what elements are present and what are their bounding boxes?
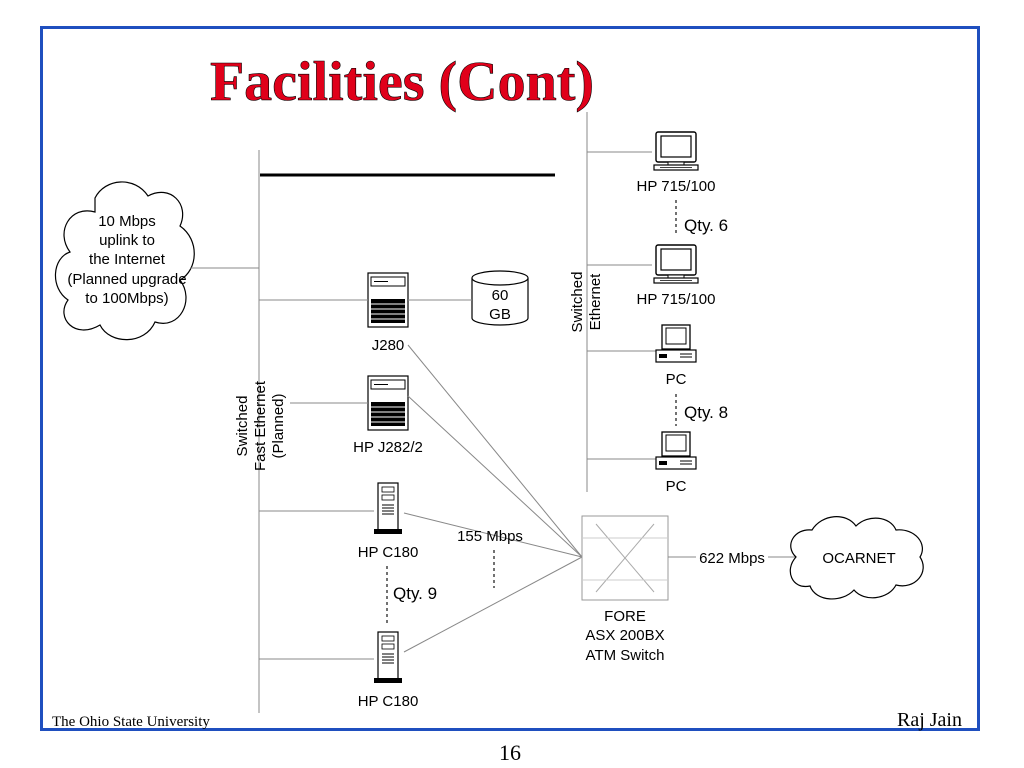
- c180-top-label: HP C180: [358, 544, 419, 561]
- ocarnet-speed-label: 622 Mbps: [699, 550, 765, 567]
- tower-server-icon: [373, 482, 403, 535]
- ws-qty-label: Qty. 6: [684, 216, 728, 235]
- fast-ethernet-label-2: Fast Ethernet: [252, 380, 269, 471]
- tower-server-icon: [373, 631, 403, 684]
- atm-switch-icon: [581, 515, 669, 601]
- j282-label: HP J282/2: [353, 439, 423, 456]
- server-icon: [367, 272, 409, 328]
- uplink-label-2: uplink to: [99, 232, 155, 249]
- ws2-label: HP 715/100: [637, 291, 716, 308]
- uplink-label-5: to 100Mbps): [85, 290, 168, 307]
- uplink-label-1: 10 Mbps: [98, 213, 156, 230]
- desktop-pc-icon: [655, 431, 697, 470]
- storage-label-2: GB: [489, 306, 511, 323]
- footer-right: Raj Jain: [897, 709, 962, 731]
- server-qty-label: Qty. 9: [393, 584, 437, 603]
- atm-switch-label-1: FORE: [604, 608, 646, 625]
- j280-label: J280: [372, 337, 405, 354]
- footer-left: The Ohio State University: [52, 714, 210, 730]
- slide-frame: [40, 26, 980, 731]
- fast-ethernet-label-1: Switched: [234, 396, 251, 457]
- uplink-label-3: the Internet: [89, 251, 166, 268]
- atm-switch-label-3: ATM Switch: [586, 647, 665, 664]
- c180-bottom-atm-link: [403, 556, 583, 653]
- monitor-icon: [653, 244, 699, 284]
- monitor-icon: [653, 131, 699, 171]
- pc2-label: PC: [666, 478, 687, 495]
- atm-switch-label-2: ASX 200BX: [585, 627, 664, 644]
- ethernet-label-1: Switched: [569, 272, 586, 333]
- ethernet-label-2: Ethernet: [587, 273, 604, 331]
- disk-icon: [471, 270, 529, 326]
- pc1-label: PC: [666, 371, 687, 388]
- fast-ethernet-label-3: (Planned): [270, 393, 287, 458]
- j280-atm-link: [407, 344, 583, 558]
- slide-title: Facilities (Cont): [210, 51, 594, 113]
- server-icon: [367, 375, 409, 431]
- c180-bottom-label: HP C180: [358, 693, 419, 710]
- page-number: 16: [499, 740, 521, 765]
- cloud-icon: [789, 516, 924, 600]
- j282-atm-link: [407, 395, 583, 558]
- ws1-label: HP 715/100: [637, 178, 716, 195]
- pc-qty-label: Qty. 8: [684, 403, 728, 422]
- uplink-label-4: (Planned upgrade: [67, 271, 186, 288]
- ocarnet-label: OCARNET: [822, 550, 895, 567]
- c180-top-atm-link: [403, 512, 583, 558]
- desktop-pc-icon: [655, 324, 697, 363]
- internet-cloud-icon: [54, 181, 195, 341]
- storage-label-1: 60: [492, 287, 509, 304]
- atm-speed-label: 155 Mbps: [457, 528, 523, 545]
